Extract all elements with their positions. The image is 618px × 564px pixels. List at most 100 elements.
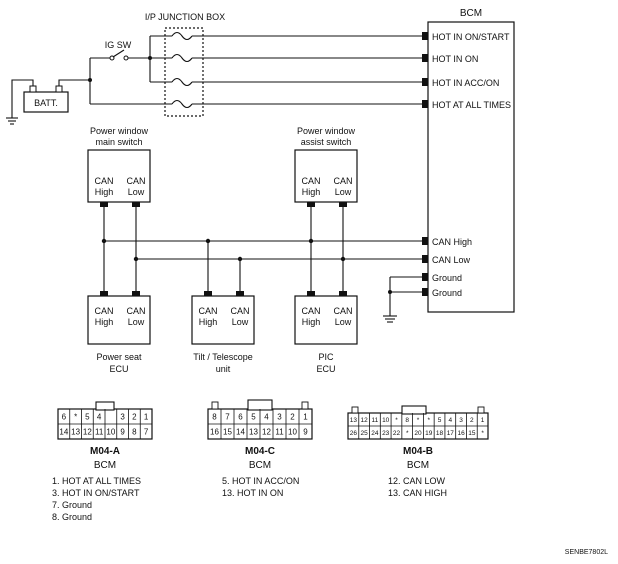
- bcm-input-4: HOT AT ALL TIMES: [432, 100, 511, 110]
- battery: BATT.: [23, 85, 69, 113]
- battery-label: BATT.: [34, 98, 58, 108]
- pw-main-title-1: Power window: [90, 126, 149, 136]
- connector-pin-label: 10: [288, 427, 297, 436]
- junction-box-outline: [164, 27, 204, 117]
- bcm-title: BCM: [460, 8, 482, 19]
- connector-pin-label: 6: [62, 412, 67, 421]
- footer-code: SENBE7802L: [565, 549, 608, 556]
- connector-pin-label: 20: [414, 430, 422, 437]
- pw-assist-title-1: Power window: [297, 126, 356, 136]
- connector-pin-label: *: [417, 417, 420, 424]
- m04-c-note-2: 13. HOT IN ON: [222, 488, 283, 498]
- pic-pin2-l1: CAN: [333, 306, 352, 316]
- connector-pin-label: *: [406, 430, 409, 437]
- pw-main-title-2: main switch: [95, 137, 142, 147]
- pic-label-2: ECU: [316, 364, 335, 374]
- connector-pin-label: 11: [95, 427, 104, 436]
- power-seat-ecu-box: [87, 295, 151, 345]
- connector-pin-label: 16: [210, 427, 219, 436]
- connector-pin-label: 1: [481, 417, 485, 424]
- power-seat-pin1-l2: High: [95, 317, 114, 327]
- bcm-ground-2: Ground: [432, 288, 462, 298]
- connector-pin-label: 12: [262, 427, 271, 436]
- connector-pin-label: 10: [382, 417, 390, 424]
- bcm-pins: [422, 32, 428, 296]
- connector-pin-label: 22: [393, 430, 401, 437]
- tilt-label-1: Tilt / Telescope: [193, 352, 253, 362]
- bcm-ground-1: Ground: [432, 273, 462, 283]
- connector-pin-label: 8: [212, 412, 217, 421]
- pw-main-pin2-l1: CAN: [126, 176, 145, 186]
- connector-pin-label: 2: [470, 417, 474, 424]
- tilt-pin1-l1: CAN: [198, 306, 217, 316]
- connector-pin-label: 4: [264, 412, 269, 421]
- connector-pin-label: 1: [303, 412, 308, 421]
- connector-pin-label: *: [74, 412, 77, 421]
- pw-assist-pin1-l1: CAN: [301, 176, 320, 186]
- connector-pin-label: 9: [303, 427, 308, 436]
- connector-pin-label: 9: [120, 427, 125, 436]
- connector-pin-label: 25: [361, 430, 369, 437]
- tilt-pin1-l2: High: [199, 317, 218, 327]
- pw-assist-switch-box: [294, 149, 358, 203]
- connector-pin-label: 4: [97, 412, 102, 421]
- m04-a-note-2: 3. HOT IN ON/START: [52, 488, 140, 498]
- m04-b-note-2: 13. CAN HIGH: [388, 488, 447, 498]
- connector-pin-label: 7: [144, 427, 149, 436]
- pw-main-pin2-l2: Low: [128, 187, 145, 197]
- connector-pin-label: 12: [361, 417, 369, 424]
- bcm-input-1: HOT IN ON/START: [432, 32, 510, 42]
- connector-pin-label: 2: [290, 412, 295, 421]
- bcm-box: [427, 21, 515, 313]
- connector-pin-label: 19: [425, 430, 433, 437]
- power-seat-label-2: ECU: [109, 364, 128, 374]
- m04-a-note-3: 7. Ground: [52, 500, 92, 510]
- connector-pin-label: 14: [236, 427, 245, 436]
- pic-ecu-box: [294, 295, 358, 345]
- pw-assist-pin2-l2: Low: [335, 187, 352, 197]
- m04-c-note-1: 5. HOT IN ACC/ON: [222, 476, 299, 486]
- bcm-input-2: HOT IN ON: [432, 54, 478, 64]
- m04-a-title: M04-A: [90, 446, 120, 457]
- m04-c-sub: BCM: [249, 460, 271, 471]
- connector-pin-label: *: [395, 417, 398, 424]
- connector-pin-label: 3: [120, 412, 125, 421]
- connector-pin-label: 5: [251, 412, 256, 421]
- connector-pin-label: 13: [71, 427, 80, 436]
- fuses: [171, 31, 193, 109]
- connector-pin-label: 12: [83, 427, 92, 436]
- connector-pin-label: 10: [106, 427, 115, 436]
- pw-main-pin1-l1: CAN: [94, 176, 113, 186]
- connector-pin-label: 4: [448, 417, 452, 424]
- tilt-pin2-l1: CAN: [230, 306, 249, 316]
- connector-pin-label: 1: [144, 412, 149, 421]
- connector-pin-label: 13: [249, 427, 258, 436]
- connector-pin-label: 26: [350, 430, 358, 437]
- connector-pin-label: 8: [132, 427, 137, 436]
- m04-a-note-1: 1. HOT AT ALL TIMES: [52, 476, 141, 486]
- connector-pin-label: 3: [459, 417, 463, 424]
- ig-sw-label: IG SW: [105, 40, 132, 50]
- connector-pin-label: 11: [275, 427, 284, 436]
- tilt-telescope-unit-box: [191, 295, 255, 345]
- m04-b-note-1: 12. CAN LOW: [388, 476, 446, 486]
- pic-pin1-l2: High: [302, 317, 321, 327]
- connector-pin-label: 13: [350, 417, 358, 424]
- connector-pin-label: 5: [438, 417, 442, 424]
- m04-c-title: M04-C: [245, 446, 275, 457]
- pic-label-1: PIC: [318, 352, 334, 362]
- pw-assist-pin2-l1: CAN: [333, 176, 352, 186]
- connector-pin-label: 18: [436, 430, 444, 437]
- connector-pin-label: 11: [372, 417, 379, 424]
- connector-pin-label: 15: [468, 430, 476, 437]
- junction-dots: [101, 238, 346, 262]
- connector-pin-label: 16: [457, 430, 465, 437]
- ground-symbol: [6, 117, 18, 125]
- tilt-pin2-l2: Low: [232, 317, 249, 327]
- connector-pin-label: 7: [225, 412, 230, 421]
- junction-box-title: I/P JUNCTION BOX: [145, 12, 225, 22]
- pic-pin2-l2: Low: [335, 317, 352, 327]
